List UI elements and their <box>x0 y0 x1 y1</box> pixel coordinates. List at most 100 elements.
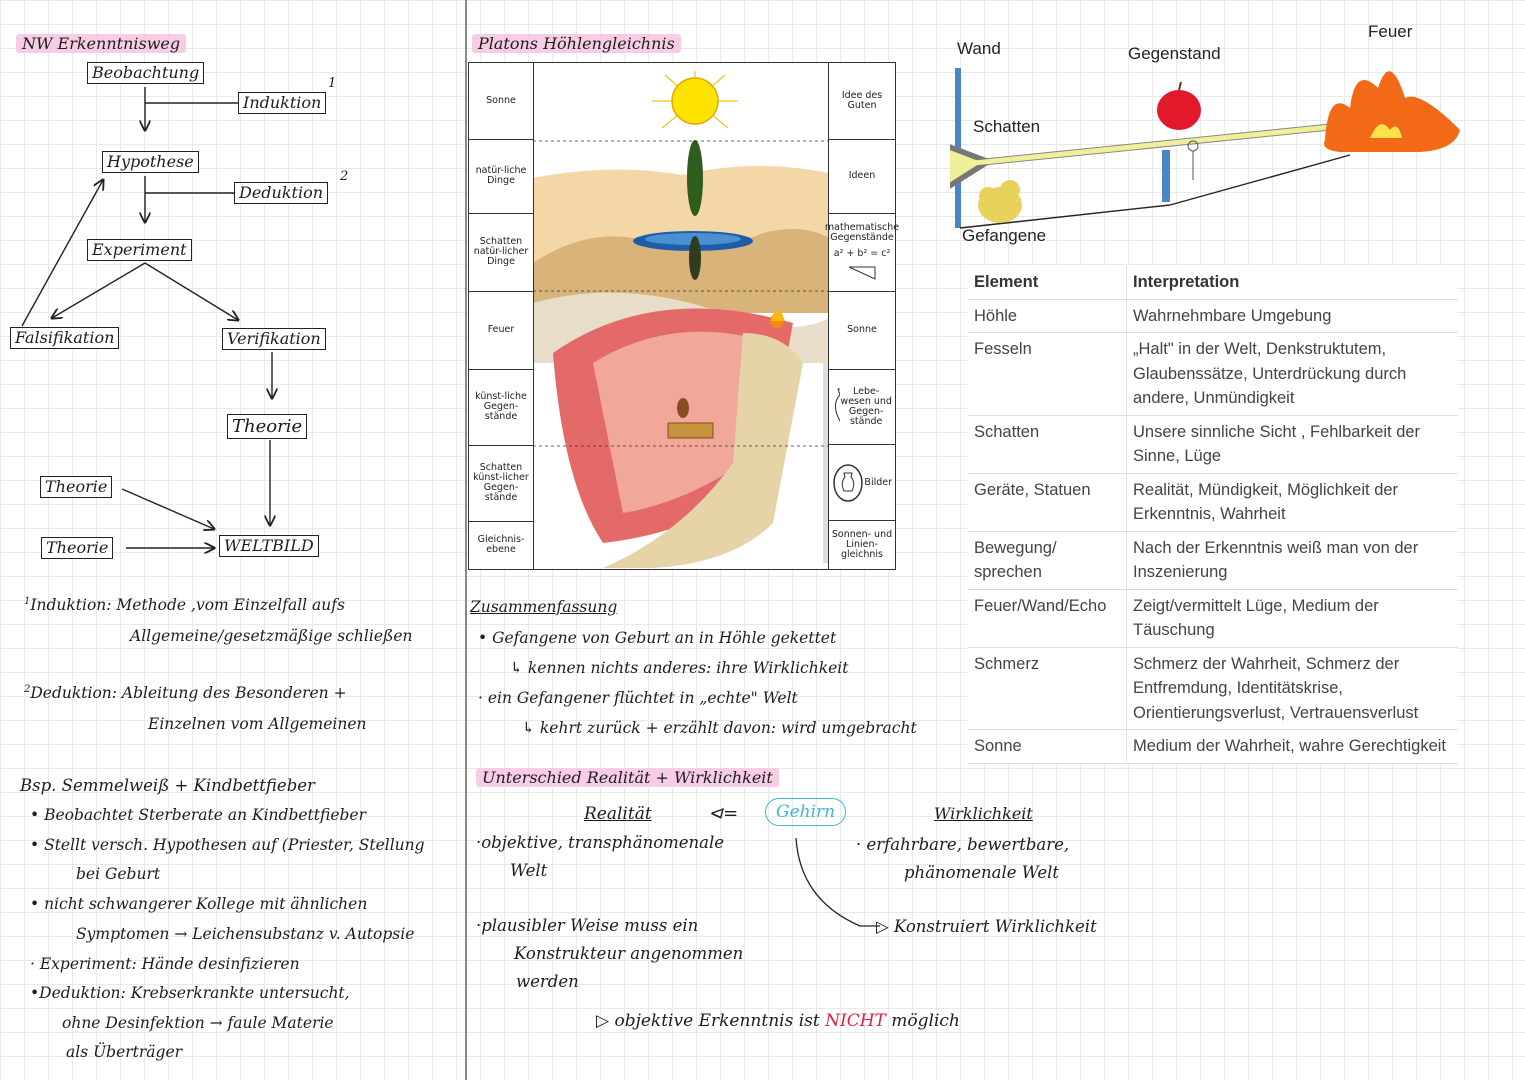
cave-label: Sonne <box>829 291 895 370</box>
triangle-icon <box>848 266 876 280</box>
apple-icon <box>1157 81 1201 130</box>
flow-box-verifikation: Verifikation <box>222 328 326 350</box>
cave-left-labels: Sonne natür-liche Dinge Schatten natür-l… <box>469 63 534 569</box>
interpretation-table: Element Interpretation Höhle Wahrnehmbar… <box>968 266 1458 764</box>
flow-box-falsifikation: Falsifikation <box>10 327 120 349</box>
diagram-label-wand: Wand <box>957 39 1001 58</box>
footnote-deduktion-line2: Einzelnen vom Allgemeinen <box>148 715 367 733</box>
example-line: • nicht schwangerer Kollege mit ähnliche… <box>30 895 368 913</box>
table-cell: Zeigt/vermittelt Lüge, Medium der Täusch… <box>1126 589 1458 648</box>
plausibel-line: Konstrukteur angenommen <box>514 944 744 963</box>
footnote-mark-1: 1 <box>328 76 337 91</box>
table-cell: Nach der Erkenntnis weiß man von der Ins… <box>1126 531 1458 590</box>
vase-image-icon <box>833 463 863 502</box>
example-line: • Beobachtet Sterberate an Kindbettfiebe… <box>30 806 367 824</box>
table-header: Interpretation <box>1126 266 1458 300</box>
plausibel-line: werden <box>516 972 579 991</box>
cave-cell-math: mathematische Gegenstände a² + b² = c² <box>825 213 899 292</box>
gehirn-bubble: Gehirn <box>765 798 847 826</box>
table-cell: Schatten <box>968 415 1127 474</box>
table-cell: Medium der Wahrheit, wahre Gerechtigkeit <box>1126 729 1458 764</box>
table-row: Höhle Wahrnehmbare Umgebung <box>968 299 1458 333</box>
cave-label: Ideen <box>829 139 895 214</box>
table-row: Fesseln „Halt" in der Welt, Denkstruktut… <box>968 332 1458 416</box>
shadow-diagram <box>950 68 1460 229</box>
table-row: Geräte, Statuen Realität, Mündigkeit, Mö… <box>968 473 1458 532</box>
cave-label: Schatten künst-licher Gegen-stände <box>469 445 533 522</box>
table-row: Bewegung/ sprechen Nach der Erkenntnis w… <box>968 531 1458 590</box>
difference-title: Unterschied Realität + Wirklichkeit <box>476 768 779 787</box>
summary-line: ↳ kennen nichts anderes: ihre Wirklichke… <box>510 659 849 677</box>
footnote-deduktion-line1: 2Deduktion: Ableitung des Besonderen + <box>24 684 347 703</box>
table-row: Sonne Medium der Wahrheit, wahre Gerecht… <box>968 729 1458 764</box>
footnote-induktion-line2: Allgemeine/gesetzmäßige schließen <box>130 627 413 645</box>
flow-box-beobachtung: Beobachtung <box>87 62 205 84</box>
wall-bar <box>955 68 961 228</box>
plausibel-line: ·plausibler Weise muss ein <box>476 916 699 935</box>
summary-line: • Gefangene von Geburt an in Höhle geket… <box>478 629 837 647</box>
footnote-induktion-line1: 1Induktion: Methode ,vom Einzelfall aufs <box>24 596 345 615</box>
cave-allegory-figure: Sonne natür-liche Dinge Schatten natür-l… <box>468 62 899 570</box>
example-line: · Experiment: Hände desinfizieren <box>30 955 300 973</box>
cave-label: mathematische Gegenstände <box>824 222 900 243</box>
wirklichkeit-line: phänomenale Welt <box>904 863 1060 882</box>
vase-icon <box>834 388 841 423</box>
column-divider <box>465 0 467 1080</box>
wirklichkeit-line: · erfahrbare, bewertbare, <box>856 835 1070 854</box>
wirklichkeit-heading: Wirklichkeit <box>934 804 1033 823</box>
konstruiert-line: ▷ Konstruiert Wirklichkeit <box>876 917 1097 936</box>
cave-label: Bilder <box>864 476 892 488</box>
table-cell: „Halt" in der Welt, Denkstruktutem, Glau… <box>1126 332 1458 416</box>
cave-label: künst-liche Gegen-stände <box>469 369 533 446</box>
cave-right-labels: Idee des Guten Ideen mathematische Gegen… <box>825 63 899 569</box>
diagram-label-feuer: Feuer <box>1368 22 1413 41</box>
flow-box-weltbild: WELTBILD <box>219 535 319 557</box>
flow-box-induktion: Induktion <box>238 92 327 114</box>
table-row: Schmerz Schmerz der Wahrheit, Schmerz de… <box>968 647 1458 730</box>
table-cell: Fesseln <box>968 332 1127 416</box>
cave-label: Sonne <box>469 63 533 140</box>
table-cell: Höhle <box>968 299 1127 333</box>
summary-title: Zusammenfassung <box>470 598 618 616</box>
table-header: Element <box>968 266 1127 300</box>
table-header-row: Element Interpretation <box>968 266 1458 300</box>
table-cell: Bewegung/ sprechen <box>968 531 1127 590</box>
example-line: ohne Desinfektion → faule Materie <box>62 1014 334 1032</box>
diagram-label-schatten: Schatten <box>973 117 1041 136</box>
realitaet-line: ·objektive, transphänomenale <box>476 833 725 852</box>
table-cell: Schmerz <box>968 647 1127 730</box>
cave-label: Feuer <box>469 291 533 370</box>
section-title-erkenntnisweg: NW Erkenntnisweg <box>16 34 187 53</box>
diagram-label-gefangene: Gefangene <box>962 226 1047 245</box>
object-stand <box>1162 150 1170 202</box>
summary-line: ↳ kehrt zurück + erzählt davon: wird umg… <box>522 719 917 737</box>
cave-label: Idee des Guten <box>829 63 895 140</box>
prisoners-icon <box>978 180 1022 223</box>
table-cell: Wahrnehmbare Umgebung <box>1126 299 1458 333</box>
flow-box-theorie-b: Theorie <box>41 537 114 559</box>
cave-illustration <box>533 63 829 568</box>
flowchart-arrows <box>21 87 465 570</box>
example-title: Bsp. Semmelweiß + Kindbettfieber <box>20 776 315 795</box>
table-row: Feuer/Wand/Echo Zeigt/vermittelt Lüge, M… <box>968 589 1458 648</box>
cave-label: Gleichnis-ebene <box>477 534 525 555</box>
section-title-hoehlengleichnis: Platons Höhlengleichnis <box>472 34 681 53</box>
table-cell: Geräte, Statuen <box>968 473 1127 532</box>
table-row: Schatten Unsere sinnliche Sicht , Fehlba… <box>968 415 1458 474</box>
footnote-mark-2: 2 <box>340 169 349 184</box>
cave-label: Schatten natür-licher Dinge <box>469 213 533 292</box>
table-cell: Realität, Mündigkeit, Möglichkeit der Er… <box>1126 473 1458 532</box>
table-cell: Feuer/Wand/Echo <box>968 589 1127 648</box>
sun-icon <box>671 77 719 125</box>
summary-line: · ein Gefangener flüchtet in „echte" Wel… <box>478 689 798 707</box>
table-cell: Sonne <box>968 729 1127 764</box>
conclusion-nicht: NICHT <box>825 1011 886 1031</box>
table-cell: Unsere sinnliche Sicht , Fehlbarkeit der… <box>1126 415 1458 474</box>
example-line: Symptomen → Leichensubstanz v. Autopsie <box>76 925 415 943</box>
cave-label: Lebe-wesen und Gegen-stände <box>840 385 892 427</box>
cave-cell-bilder: Bilder <box>829 445 895 521</box>
cave-label: natür-liche Dinge <box>469 139 533 214</box>
arrow-to-realitaet: ⊲= <box>708 803 739 824</box>
conclusion-line: ▷ objektive Erkenntnis ist NICHT möglich <box>596 1011 960 1031</box>
flow-box-experiment: Experiment <box>87 239 192 261</box>
